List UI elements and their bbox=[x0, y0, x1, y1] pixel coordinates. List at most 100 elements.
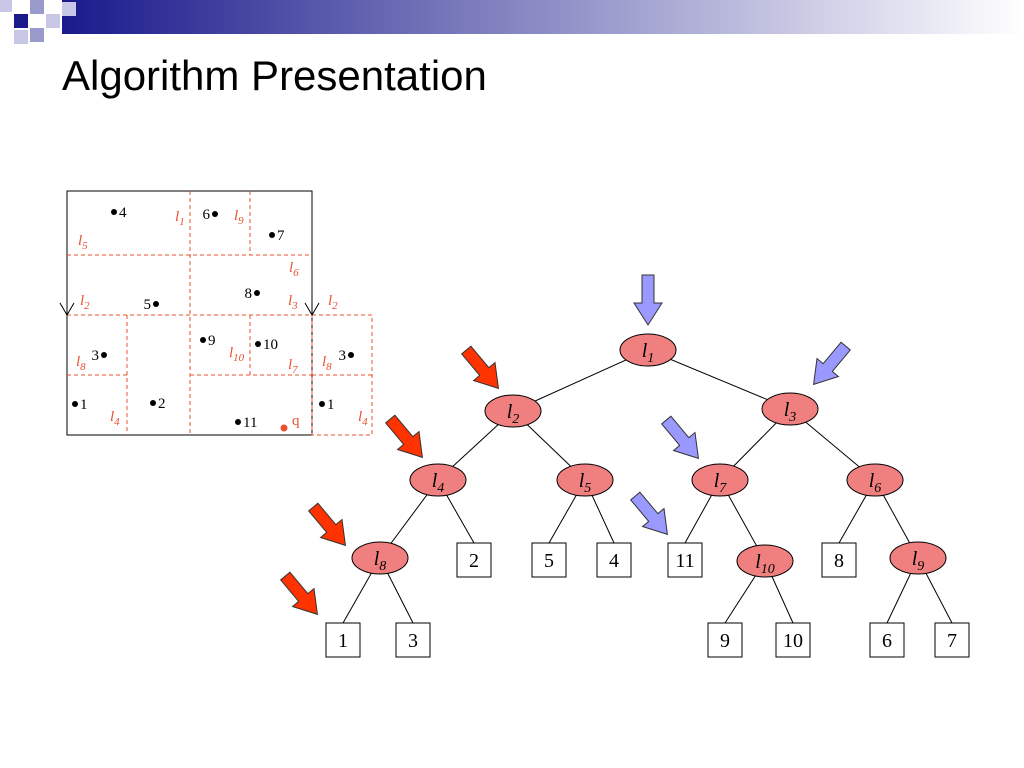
red-arrow-to-leaf1 bbox=[279, 571, 319, 616]
point-dot bbox=[212, 211, 218, 217]
red-arrow-to-l2 bbox=[460, 345, 500, 390]
blue-arrow-to-l3 bbox=[812, 341, 852, 386]
node-ellipse bbox=[484, 394, 542, 428]
point-p5: 5 bbox=[144, 297, 159, 313]
point-label: 1 bbox=[80, 397, 88, 413]
leaf-label: 9 bbox=[720, 630, 730, 652]
leaf-box bbox=[869, 622, 905, 658]
point-label: 6 bbox=[203, 207, 211, 223]
node-ellipse bbox=[619, 333, 677, 367]
split-label-s-l9: l9 bbox=[234, 208, 244, 227]
leaf-box bbox=[667, 542, 703, 578]
red-arrow-to-l4 bbox=[384, 414, 424, 459]
tree-node-l6[interactable]: l6 bbox=[846, 463, 904, 497]
node-ellipse bbox=[736, 544, 794, 578]
tree-leaf3[interactable]: 3 bbox=[395, 622, 431, 658]
point-p11: 11 bbox=[235, 415, 257, 431]
point-dot bbox=[254, 290, 260, 296]
point-p8: 8 bbox=[245, 286, 260, 302]
node-ellipse bbox=[761, 392, 819, 426]
point-label: 2 bbox=[158, 396, 166, 412]
leaf-label: 7 bbox=[947, 630, 957, 652]
tree-node-l5[interactable]: l5 bbox=[556, 463, 614, 497]
node-ellipse bbox=[351, 541, 409, 575]
slide-title: Algorithm Presentation bbox=[62, 52, 487, 99]
split-label-s-l8b: l8 bbox=[322, 354, 332, 373]
deco-square bbox=[46, 14, 60, 28]
point-dot bbox=[319, 401, 325, 407]
point-p3a: 3 bbox=[92, 348, 107, 364]
split-label-s-l8a: l8 bbox=[76, 354, 86, 373]
leaf-label: 3 bbox=[408, 630, 418, 652]
point-label: 9 bbox=[208, 333, 216, 349]
tree-node-l4[interactable]: l4 bbox=[409, 463, 467, 497]
tree-leaf5[interactable]: 5 bbox=[531, 542, 567, 578]
point-label: 3 bbox=[339, 348, 347, 364]
point-label: 4 bbox=[119, 205, 127, 221]
point-dot bbox=[235, 419, 241, 425]
node-ellipse bbox=[691, 463, 749, 497]
deco-square bbox=[14, 14, 28, 28]
point-dot bbox=[111, 209, 117, 215]
point-label: 5 bbox=[144, 297, 152, 313]
tree-leaf7[interactable]: 7 bbox=[934, 622, 970, 658]
point-dot bbox=[153, 301, 159, 307]
point-p10: 10 bbox=[255, 337, 278, 353]
tree-leaf6[interactable]: 6 bbox=[869, 622, 905, 658]
deco-square bbox=[14, 30, 28, 44]
tree-leaf1[interactable]: 1 bbox=[325, 622, 361, 658]
tree-node-l2[interactable]: l2 bbox=[484, 394, 542, 428]
tree-node-l9[interactable]: l9 bbox=[889, 541, 947, 575]
point-p7: 7 bbox=[269, 228, 285, 244]
split-label-s-l2b: l2 bbox=[328, 293, 338, 312]
query-dot bbox=[280, 424, 288, 432]
leaf-box bbox=[934, 622, 970, 658]
leaf-box bbox=[456, 542, 492, 578]
tree-node-l7[interactable]: l7 bbox=[691, 463, 749, 497]
point-p2: 2 bbox=[150, 396, 166, 412]
tree-node-l10[interactable]: l10 bbox=[736, 544, 794, 578]
tree-node-l8[interactable]: l8 bbox=[351, 541, 409, 575]
blue-arrow-to-leaf11 bbox=[629, 491, 669, 536]
chevron-down-icon bbox=[59, 302, 75, 316]
tree-leaf10[interactable]: 10 bbox=[775, 622, 811, 658]
query-label: q bbox=[292, 413, 300, 429]
point-dot bbox=[255, 341, 261, 347]
point-p6: 6 bbox=[203, 207, 218, 223]
deco-square bbox=[0, 0, 12, 12]
leaf-label: 11 bbox=[675, 550, 694, 572]
leaf-box bbox=[707, 622, 743, 658]
point-dot bbox=[101, 352, 107, 358]
tree-leaf9[interactable]: 9 bbox=[707, 622, 743, 658]
tree-node-l1[interactable]: l1 bbox=[619, 333, 677, 367]
split-label-s-l7: l7 bbox=[288, 357, 298, 376]
title-gradient-bar bbox=[62, 0, 1024, 34]
split-label-s-l1: l1 bbox=[175, 209, 185, 228]
tree-node-l3[interactable]: l3 bbox=[761, 392, 819, 426]
tree-leaf8[interactable]: 8 bbox=[821, 542, 857, 578]
point-p9: 9 bbox=[200, 333, 216, 349]
split-label-s-l3: l3 bbox=[288, 293, 298, 312]
split-label-s-l4b: l4 bbox=[358, 409, 368, 428]
tree-leaf2[interactable]: 2 bbox=[456, 542, 492, 578]
point-label: 3 bbox=[92, 348, 100, 364]
split-label-s-l4a: l4 bbox=[110, 409, 120, 428]
node-ellipse bbox=[556, 463, 614, 497]
point-label: 11 bbox=[243, 415, 257, 431]
tree-leaf11[interactable]: 11 bbox=[667, 542, 703, 578]
leaf-box bbox=[325, 622, 361, 658]
leaf-label: 10 bbox=[783, 630, 803, 652]
point-p1b: 1 bbox=[319, 397, 335, 413]
split-label-s-l5: l5 bbox=[78, 233, 88, 252]
leaf-label: 8 bbox=[834, 550, 844, 572]
split-label-s-l6: l6 bbox=[289, 260, 299, 279]
tree-leaf4[interactable]: 4 bbox=[596, 542, 632, 578]
leaf-box bbox=[395, 622, 431, 658]
red-arrow-to-l8 bbox=[307, 502, 347, 547]
split-label-s-l2a: l2 bbox=[80, 293, 90, 312]
point-dot bbox=[72, 401, 78, 407]
leaf-label: 4 bbox=[609, 550, 619, 572]
